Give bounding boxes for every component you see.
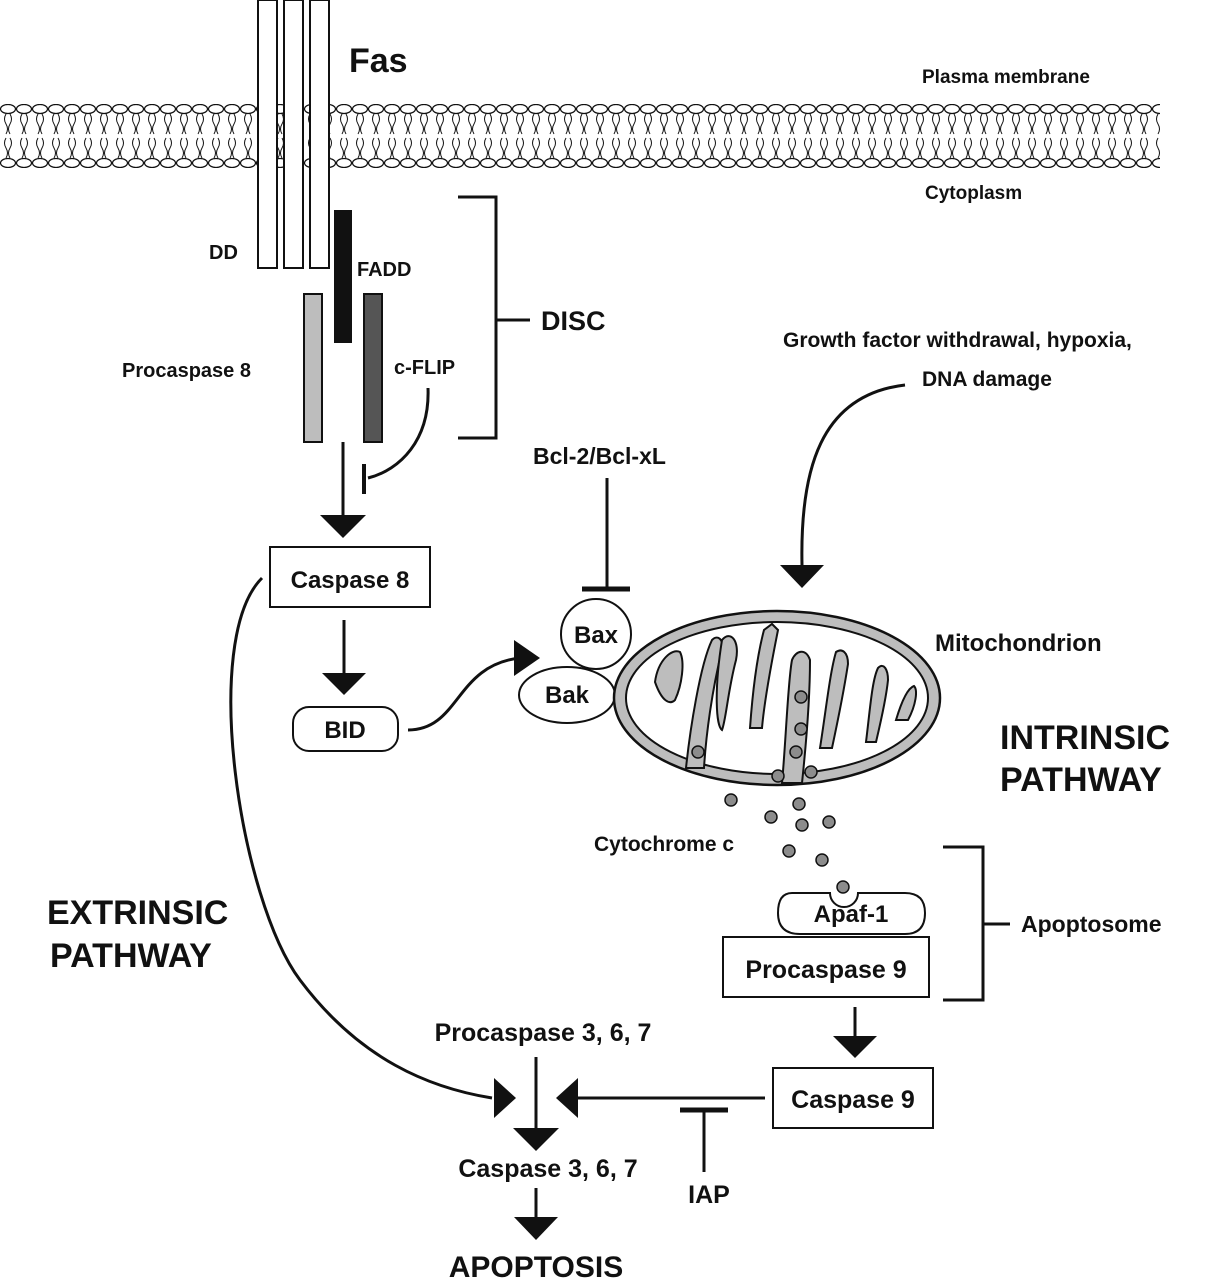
extrinsic-label-line1: EXTRINSIC	[47, 894, 228, 932]
bid-label: BID	[324, 717, 365, 744]
fas-chain-2	[283, 0, 304, 269]
apoptosis-label: APOPTOSIS	[449, 1251, 624, 1280]
cflip-label: c-FLIP	[394, 357, 455, 379]
growth-factor-label-line2: DNA damage	[922, 368, 1052, 391]
fas-label: Fas	[349, 42, 408, 80]
arrowhead-bid	[322, 673, 366, 695]
arrowhead-apoptosis	[514, 1217, 558, 1240]
procaspase8-bar	[303, 293, 323, 443]
intrinsic-label-line1: INTRINSIC	[1000, 719, 1170, 757]
caspase8-label: Caspase 8	[291, 567, 410, 594]
arrowhead-caspase9	[833, 1036, 877, 1058]
stress-signal-curve	[800, 383, 906, 566]
bcl2-label: Bcl-2/Bcl-xL	[533, 443, 666, 469]
arrowhead-caspase367	[513, 1128, 559, 1151]
procaspase8-label: Procaspase 8	[122, 360, 251, 382]
mitochondrion-label: Mitochondrion	[935, 630, 1102, 657]
apoptosome-bracket	[943, 845, 1010, 1002]
growth-factor-label-line1: Growth factor withdrawal, hypoxia,	[783, 329, 1132, 352]
bid-to-bax-curve	[407, 656, 521, 732]
bax-circle	[560, 598, 632, 670]
apaf1-shape	[776, 892, 927, 935]
cytochrome-c-label: Cytochrome c	[594, 833, 734, 856]
mitochondrion	[612, 609, 942, 787]
fadd-label: FADD	[357, 259, 411, 281]
fadd-bar	[334, 210, 352, 343]
procaspase9-box	[722, 936, 930, 998]
caspase9-box	[772, 1067, 934, 1129]
apoptosome-label: Apoptosome	[1021, 911, 1162, 937]
caspase8-box	[269, 546, 431, 608]
arrowhead-caspase8	[320, 515, 366, 538]
cflip-bar	[363, 293, 383, 443]
bid-box	[292, 706, 399, 752]
procaspase9-label: Procaspase 9	[745, 956, 906, 984]
caspase367-label: Caspase 3, 6, 7	[458, 1155, 637, 1183]
intrinsic-label-line2: PATHWAY	[1000, 761, 1162, 799]
disc-bracket	[458, 195, 530, 440]
apaf1-label: Apaf-1	[814, 901, 889, 928]
fas-chain-3	[309, 0, 330, 269]
procaspase367-label: Procaspase 3, 6, 7	[435, 1019, 652, 1047]
cytoplasm-label: Cytoplasm	[925, 183, 1022, 204]
cytochrome-c-inner	[691, 690, 818, 783]
disc-label: DISC	[541, 306, 606, 336]
plasma-membrane-label: Plasma membrane	[922, 67, 1090, 88]
cflip-inhibition-line	[367, 387, 430, 480]
arrowhead-mitochondrion	[780, 565, 824, 588]
extrinsic-label-line2: PATHWAY	[50, 937, 212, 975]
caspase8-to-effector-curve	[229, 576, 493, 1100]
dd-label: DD	[209, 242, 238, 264]
cytochrome-c-released	[724, 793, 850, 894]
arrowhead-bax	[514, 640, 540, 676]
fas-receptor	[257, 0, 330, 269]
arrowhead-from-caspase9	[556, 1078, 578, 1118]
bax-label: Bax	[574, 622, 619, 649]
plasma-membrane-bilayer	[0, 104, 1160, 168]
caspase9-label: Caspase 9	[791, 1086, 915, 1114]
iap-label: IAP	[688, 1181, 730, 1209]
bak-label: Bak	[545, 682, 590, 709]
fas-chain-1	[257, 0, 278, 269]
arrowhead-from-caspase8	[494, 1078, 516, 1118]
